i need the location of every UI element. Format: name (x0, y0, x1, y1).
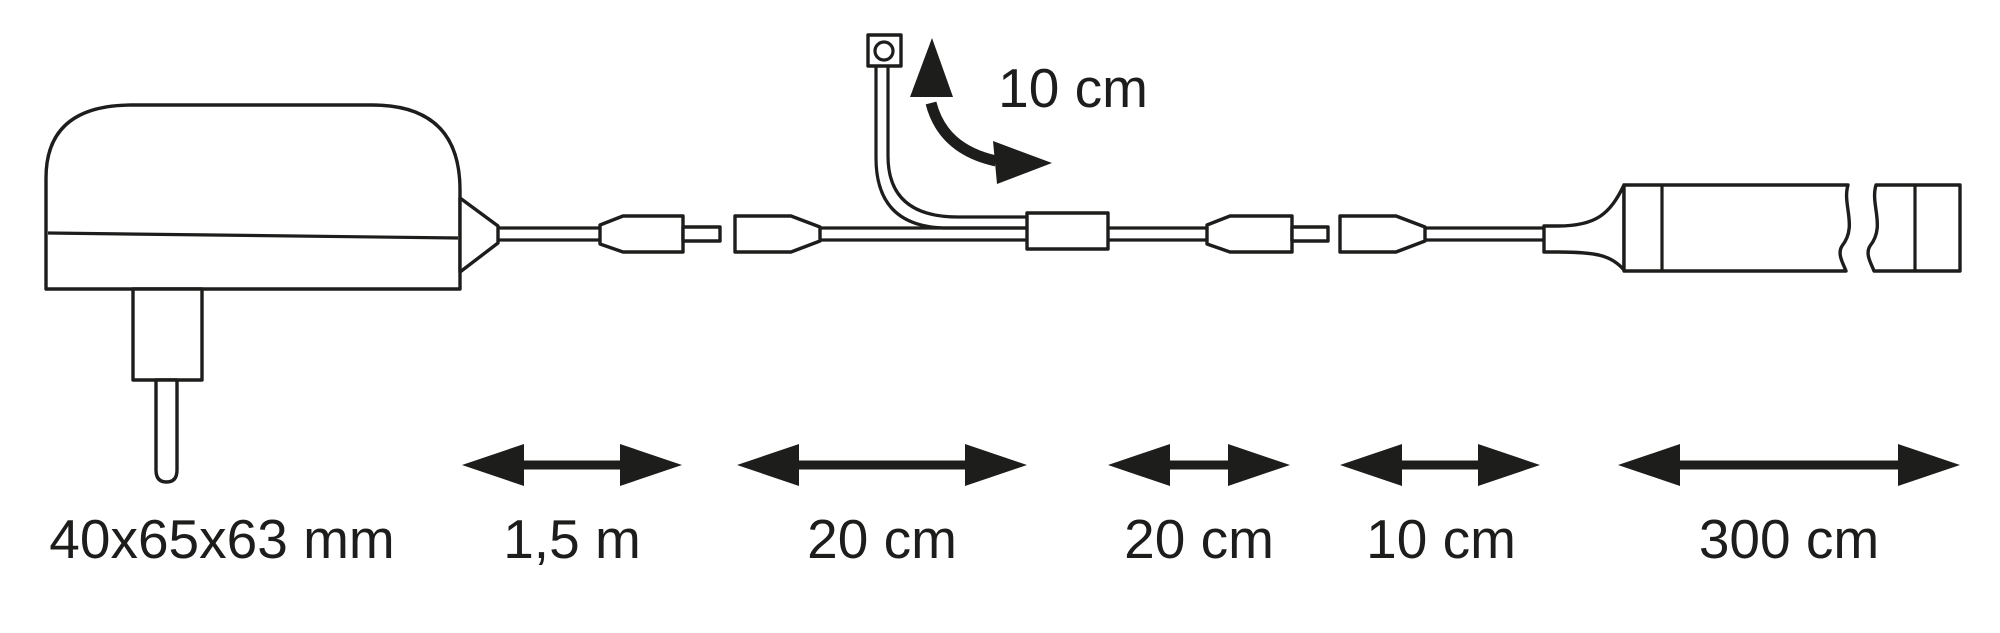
male-connector-1 (598, 214, 685, 254)
dimension-arrow-1 (462, 444, 682, 486)
switch-button-housing (866, 33, 903, 68)
arrow-left-head-icon (1618, 444, 1680, 486)
dimension-label-5: 300 cm (1699, 508, 1879, 570)
plug-pin (154, 378, 179, 484)
led-strip (1542, 183, 1962, 273)
dimension-label-2: 20 cm (807, 508, 957, 570)
rotation-arrow-arc (925, 101, 998, 167)
rotation-arrow-right-head-icon (993, 141, 1052, 184)
switch-cable-inner (886, 66, 1028, 219)
switch-button-circle (873, 40, 895, 62)
arrow-right-head-icon (1898, 444, 1960, 486)
rotation-arrow (910, 38, 1052, 184)
arrow-right-head-icon (1228, 444, 1290, 486)
led-strip-left-section (1622, 183, 1852, 273)
female-connector-1 (733, 214, 822, 254)
power-adapter (44, 103, 500, 484)
dimension-arrow-4 (1340, 444, 1540, 486)
cable-segment-3 (1108, 226, 1208, 242)
cable-segment-2 (820, 226, 1028, 242)
rotation-arrow-up-head-icon (910, 38, 953, 97)
male-connector-1-tip (681, 225, 722, 243)
adapter-divider-line (47, 231, 459, 240)
arrow-right-head-icon (965, 444, 1027, 486)
arrow-right-head-icon (1478, 444, 1540, 486)
dimension-label-4: 10 cm (1366, 508, 1516, 570)
adapter-strain-relief-cone (458, 196, 500, 274)
junction-box (1025, 211, 1110, 251)
cable-segment-4 (1425, 226, 1546, 242)
power-adapter-body (44, 103, 462, 291)
male-connector-2-tip (1290, 225, 1330, 243)
arrow-left-head-icon (1340, 444, 1402, 486)
adapter-dimensions-label: 40x65x63 mm (49, 508, 394, 570)
plug-stem (131, 287, 204, 382)
arrow-left-head-icon (462, 444, 524, 486)
arrow-left-head-icon (1108, 444, 1170, 486)
switch-cable-length-label: 10 cm (998, 57, 1148, 119)
dimension-label-1: 1,5 m (503, 508, 641, 570)
dimension-arrow-5 (1618, 444, 1960, 486)
female-connector-2 (1338, 214, 1427, 254)
dimension-label-3: 20 cm (1124, 508, 1274, 570)
dimension-arrow-3 (1108, 444, 1290, 486)
dimension-arrow-2 (737, 444, 1027, 486)
inline-switch (866, 33, 1028, 230)
cable-segment-1 (498, 226, 600, 242)
arrow-left-head-icon (737, 444, 799, 486)
male-connector-2 (1205, 214, 1294, 254)
arrow-right-head-icon (620, 444, 682, 486)
switch-cable-outer (874, 66, 1028, 230)
led-strip-end-connector (1542, 183, 1626, 272)
cable-run (498, 211, 1546, 254)
